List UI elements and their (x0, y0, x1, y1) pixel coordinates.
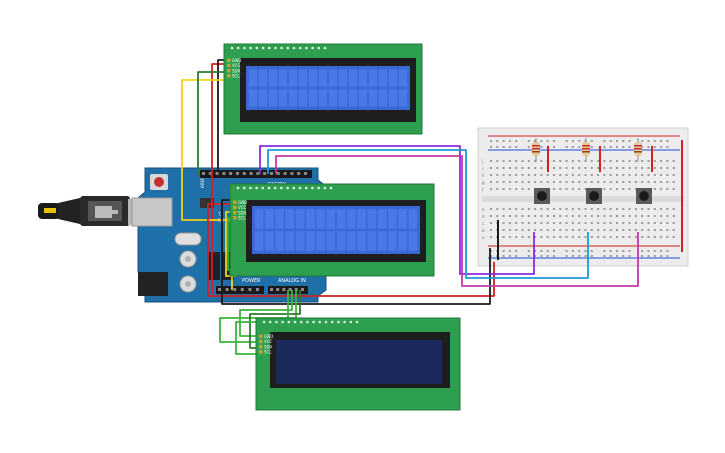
breadboard-row-label: j (481, 159, 483, 164)
resistor-2[interactable] (582, 138, 590, 162)
breadboard-row-label: e (482, 207, 485, 212)
analog-label: ANALOG IN (278, 278, 306, 284)
digital-header[interactable] (200, 170, 312, 178)
breadboard-row-label: c (482, 221, 484, 226)
push-button-2[interactable] (586, 188, 602, 204)
power-jack (138, 272, 168, 296)
lcd-3-pin-label-sda: SDA (264, 344, 273, 349)
lcd-1-pin-label-sda: SDA (232, 68, 241, 73)
aref-label: AREF (200, 177, 205, 188)
lcd-2-pin-label-sda: SDA (238, 210, 247, 215)
wire-green-lcd3-a (239, 290, 293, 337)
wire-magenta-button-3 (275, 155, 639, 287)
usb-port (131, 197, 173, 227)
resistor-3[interactable] (634, 138, 642, 162)
wire-red-vcc-lcd2 (207, 203, 495, 297)
lcd-3-pin-label-vcc: VCC (264, 339, 273, 344)
wire-green-lcd3-c (249, 290, 301, 349)
wire-green-lcd3-b (219, 290, 297, 343)
resistor-1[interactable] (532, 138, 540, 162)
lcd-1-pin-label-scl: SCL (232, 74, 240, 79)
lcd-2-pin-label-gnd: GND (238, 200, 247, 205)
lcd-1-pin-label-vcc: VCC (232, 63, 241, 68)
lcd-2-pin-label-scl: SCL (238, 216, 246, 221)
breadboard-row-label: a (482, 235, 485, 240)
lcd-1-pin-label-gnd: GND (232, 58, 241, 63)
wire-green-lcd3-d (235, 290, 289, 355)
wire-cyan-button-2 (267, 149, 589, 279)
lcd-3-pin-label-gnd: GND (264, 334, 273, 339)
breadboard-row-label: g (482, 180, 485, 185)
wire-red-vcc-lcd1 (211, 63, 228, 294)
lcd-3-screen (276, 340, 442, 384)
breadboard-row-label: f (482, 187, 484, 192)
power-header[interactable] (216, 286, 264, 294)
wire-green-scl-lcd1 (197, 71, 228, 176)
wires (181, 59, 639, 355)
tx-label: TX (217, 212, 223, 217)
breadboard-row-label: i (482, 166, 483, 171)
push-button-3[interactable] (636, 188, 652, 204)
breadboard-row-label: h (482, 173, 485, 178)
wire-purple-button-1 (259, 145, 535, 275)
lcd-2-pin-label-vcc: VCC (238, 205, 247, 210)
power-label: POWER (242, 278, 261, 284)
lcd-3-pin-label-scl: SCL (264, 350, 272, 355)
push-button-1[interactable] (534, 188, 550, 204)
breadboard-row-label: d (482, 214, 485, 219)
breadboard-row-label: b (482, 228, 485, 233)
